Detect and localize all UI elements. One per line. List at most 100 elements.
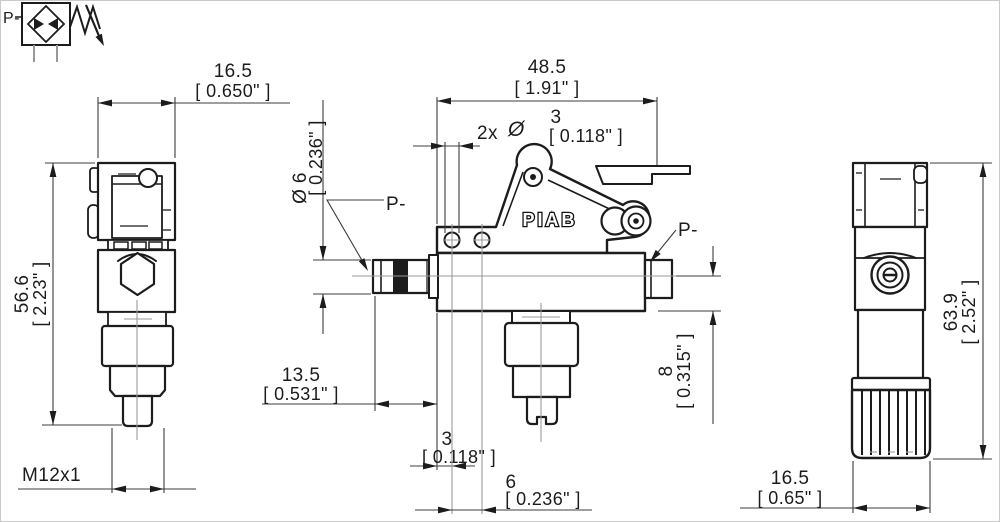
dome-arc [863, 252, 917, 259]
arrowhead-icon [452, 462, 466, 470]
adjustment-knob [850, 388, 932, 460]
arrowhead-icon [459, 142, 473, 150]
plug-stub [525, 395, 559, 426]
dim-inch: [ 1.91" ] [514, 78, 579, 98]
arrowhead-icon [979, 163, 987, 177]
leader-arrowhead-icon [650, 249, 661, 262]
front-view: PIAB [352, 142, 691, 442]
dim-left-view-width: 16.5 [ 0.650" ] [97, 61, 290, 158]
arrowhead-icon [375, 400, 389, 408]
side-view-right [850, 161, 932, 460]
dim-mm: 6 [506, 472, 517, 493]
knob-top-band [850, 376, 932, 392]
dim-inch: [ 2.52" ] [959, 279, 979, 344]
arrowhead-icon [979, 445, 987, 459]
dim-left-view-height: 56.6 [ 2.23" ] [12, 162, 122, 426]
side-view-left [87, 161, 177, 440]
dim-inch: [ 0.650" ] [195, 81, 270, 101]
arrowhead-icon [161, 99, 175, 107]
diameter-symbol: Ø [507, 118, 526, 141]
dim-hole-spacing: 6 [ 0.236" ] [415, 224, 592, 514]
dim-mount-hole-diameter: 2x Ø 3 [ 0.118" ] [413, 107, 623, 233]
arrowhead-icon [709, 262, 717, 276]
label-port-left: P- [326, 194, 406, 271]
dim-thread: M12x1 [18, 428, 196, 493]
dim-inch: [ 0.118" ] [549, 126, 623, 146]
arrowhead-icon [150, 485, 164, 493]
dim-inch: [ 0.236" ] [505, 489, 580, 509]
arrowhead-icon [482, 506, 496, 514]
dim-knob-width: 16.5 [ 0.65" ] [740, 461, 931, 513]
dim-inch: [ 2.23" ] [30, 261, 50, 326]
brand-logo: PIAB [522, 210, 577, 230]
dim-mm: 8 [656, 366, 677, 377]
bracket-inner-edge [502, 171, 524, 227]
arrowhead-icon [431, 142, 445, 150]
bracket-inner-edge [547, 179, 617, 213]
leader-arrowhead-icon [358, 258, 368, 271]
schematic-port-label: P- [3, 10, 20, 27]
arrowhead-icon [319, 294, 327, 308]
dim-inch: [ 0.531" ] [263, 384, 338, 404]
port-label: P- [678, 220, 698, 241]
dim-mm: 16.5 [214, 61, 253, 82]
dim-inch: [ 0.315" ] [674, 333, 694, 408]
dim-mm: 13.5 [282, 365, 321, 386]
dim-mm: 16.5 [771, 468, 810, 489]
adjust-arrow-shaft [84, 4, 101, 37]
arrowhead-icon [437, 97, 451, 105]
arrowhead-icon [709, 311, 717, 325]
label-port-right: P- [650, 220, 698, 262]
dim-inch: [ 0.118" ] [422, 447, 496, 467]
dim-right-view-height: 63.9 [ 2.52" ] [930, 162, 992, 460]
dim-hole-edge-offset: 3 [ 0.118" ] [410, 429, 496, 470]
dim-port-fitting-diameter: Ø 6 [ 0.236" ] [290, 100, 371, 334]
arrowhead-icon [423, 462, 437, 470]
arrowhead-icon [423, 400, 437, 408]
adjust-arrow-head-icon [95, 33, 104, 46]
housing-window [111, 175, 163, 239]
pivot-pin-icon [530, 174, 536, 180]
filter-diamond-icon [26, 4, 66, 44]
arrowhead-icon [49, 163, 57, 177]
indicator-circle [138, 168, 158, 188]
arrowhead-icon [112, 485, 126, 493]
spring-zigzag-icon [69, 3, 101, 37]
release-flag [595, 165, 691, 185]
arrowhead-icon [49, 411, 57, 425]
arrowhead-icon [853, 504, 867, 512]
port-fitting-right [643, 258, 674, 300]
filter-tri-right-icon [48, 18, 58, 30]
dim-mm: 48.5 [528, 57, 567, 78]
dim-mm: 3 [551, 107, 562, 128]
dim-mm: 3 [442, 429, 453, 450]
dim-mm: 63.9 [941, 293, 962, 332]
leader-line [326, 199, 384, 260]
main-body [435, 251, 647, 313]
thread-label: M12x1 [22, 465, 81, 486]
dim-port-center-to-base: 8 [ 0.315" ] [656, 246, 721, 424]
cam-inner-ring [627, 212, 645, 230]
schematic-symbol: P- [3, 2, 104, 62]
arrowhead-icon [438, 506, 452, 514]
dim-mm: 56.6 [12, 275, 33, 314]
port-end-mid-ring [876, 261, 904, 289]
knurl-ribs [861, 391, 926, 455]
arrowhead-icon [98, 99, 112, 107]
filter-tri-left-icon [34, 18, 44, 30]
dim-inch: [ 0.236" ] [306, 120, 326, 195]
lower-body-right [856, 308, 925, 380]
dim-front-view-width: 48.5 [ 1.91" ] [436, 57, 658, 224]
flag-end-clip [913, 165, 928, 184]
dim-fitting-length: 13.5 [ 0.531" ] [262, 296, 438, 470]
dim-mm: Ø 6 [290, 172, 311, 204]
arrowhead-icon [319, 246, 327, 260]
arrowhead-icon [916, 504, 930, 512]
port-label: P- [386, 194, 406, 215]
leader-line [657, 229, 677, 253]
holes-count: 2x [477, 123, 498, 144]
hex-nut [119, 251, 156, 297]
mounting-bracket [435, 142, 651, 255]
